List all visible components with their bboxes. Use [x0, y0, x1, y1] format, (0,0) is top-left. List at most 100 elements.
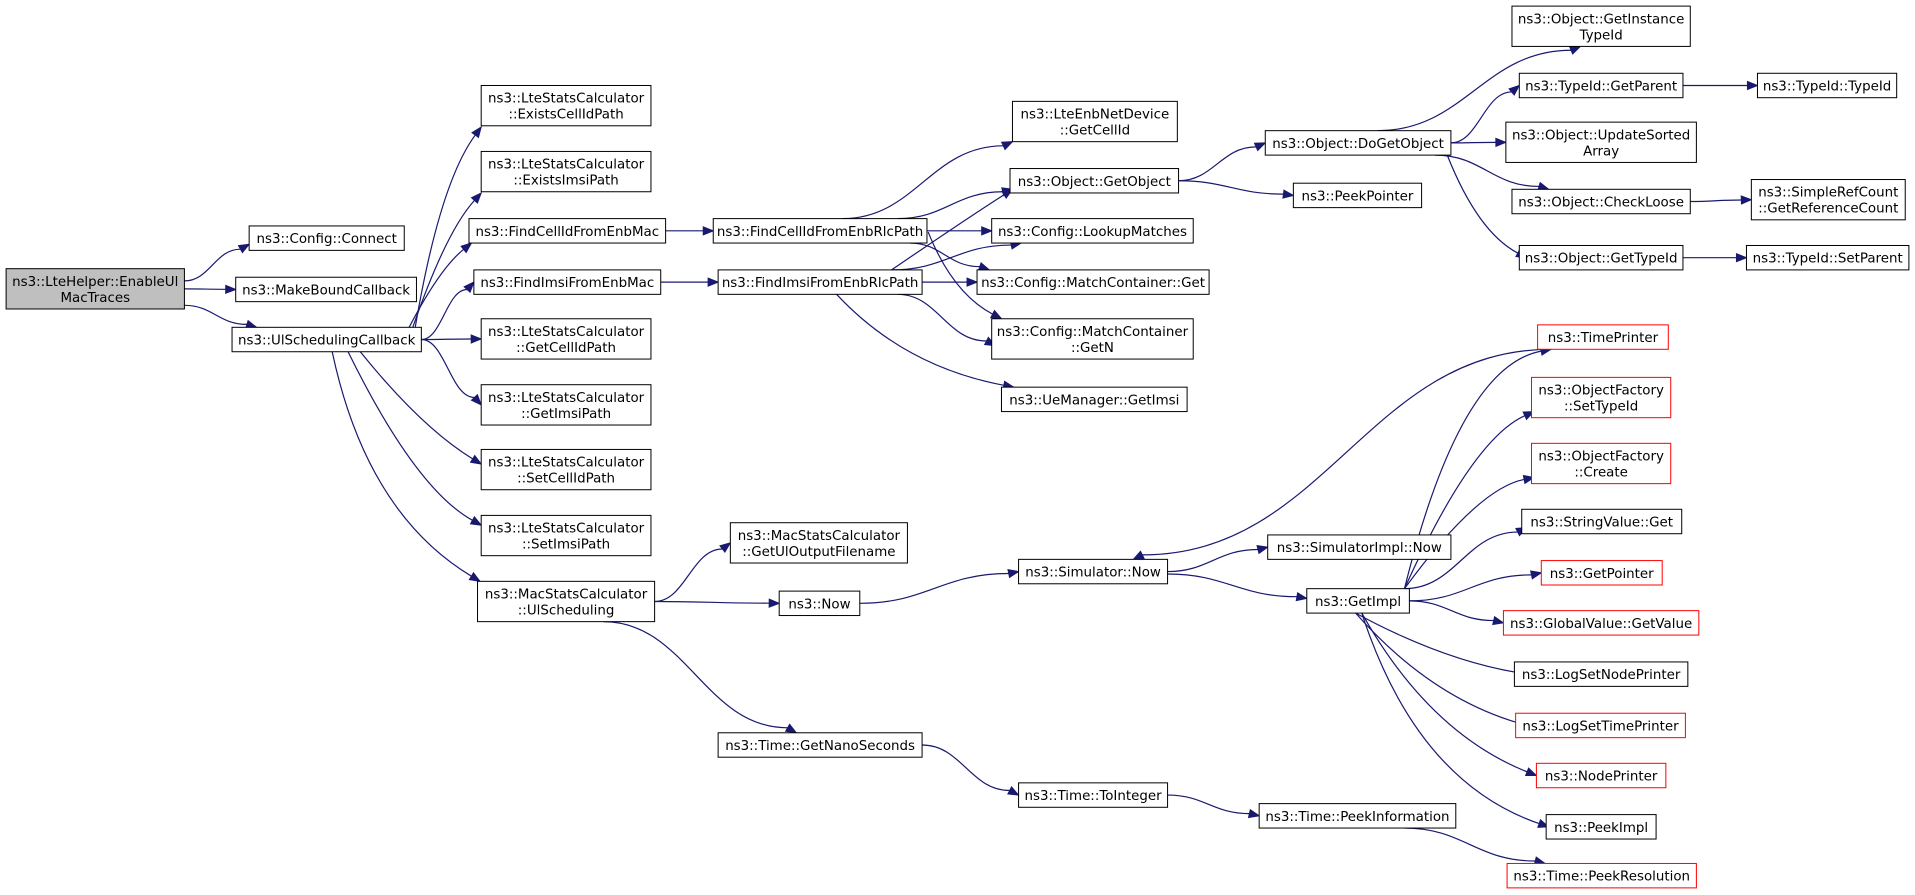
- node-label: ns3::LteStatsCalculator: [488, 325, 645, 340]
- function-node-mcgetn[interactable]: ns3::Config::MatchContainer::GetN: [991, 318, 1194, 360]
- call-edge-ulsc-to-findcellmac: [408, 242, 473, 328]
- function-node-existsimsi[interactable]: ns3::LteStatsCalculator::ExistsImsiPath: [480, 150, 652, 193]
- function-node-logsettime[interactable]: ns3::LogSetTimePrinter: [1515, 712, 1686, 739]
- call-edge-tointeger-to-peekinfo: [1167, 794, 1261, 819]
- function-node-getimpl[interactable]: ns3::GetImpl: [1306, 588, 1410, 614]
- node-box: [480, 150, 652, 193]
- function-node-tointeger[interactable]: ns3::Time::ToInteger: [1018, 782, 1169, 808]
- node-box: [778, 590, 861, 617]
- call-edge-ulsc-to-getcellpath: [421, 334, 483, 344]
- function-node-findimsirlc[interactable]: ns3::FindImsiFromEnbRlcPath: [717, 269, 923, 295]
- function-node-objgettid[interactable]: ns3::Object::GetTypeId: [1518, 244, 1684, 271]
- node-label: ns3::FindImsiFromEnbRlcPath: [722, 276, 919, 291]
- function-node-existscell[interactable]: ns3::LteStatsCalculator::ExistsCellIdPat…: [480, 84, 652, 127]
- call-edge-getnano-to-tointeger: [922, 744, 1020, 796]
- node-label: ns3::FindCellIdFromEnbMac: [475, 225, 659, 240]
- node-label: ::SetTypeId: [1564, 400, 1638, 415]
- function-node-uegetimsi[interactable]: ns3::UeManager::GetImsi: [1000, 386, 1188, 413]
- function-node-getimsipath[interactable]: ns3::LteStatsCalculator::GetImsiPath: [480, 384, 652, 426]
- function-node-simimplnow[interactable]: ns3::SimulatorImpl::Now: [1267, 534, 1452, 560]
- function-node-mcget[interactable]: ns3::Config::MatchContainer::Get: [976, 269, 1210, 295]
- function-node-peekpointer[interactable]: ns3::PeekPointer: [1292, 182, 1423, 209]
- function-node-ulsc[interactable]: ns3::UlSchedulingCallback: [231, 326, 422, 353]
- call-edge-findcellrlc-to-enbgetcell: [842, 141, 1014, 220]
- function-node-ofcreate[interactable]: ns3::ObjectFactory::Create: [1531, 442, 1672, 485]
- call-edge-getimpl-to-getpointer: [1409, 570, 1543, 602]
- function-node-dogetobject[interactable]: ns3::Object::DoGetObject: [1264, 130, 1452, 156]
- node-label: ns3::Object::GetObject: [1018, 175, 1171, 190]
- function-node-getcellpath[interactable]: ns3::LteStatsCalculator::GetCellIdPath: [480, 318, 652, 360]
- function-node-macul[interactable]: ns3::MacStatsCalculator::UlScheduling: [477, 580, 656, 623]
- call-edge-simnow-to-simimplnow: [1167, 545, 1270, 573]
- function-node-findimsimac[interactable]: ns3::FindImsiFromEnbMac: [473, 269, 662, 295]
- node-label: ::ExistsCellIdPath: [508, 108, 623, 123]
- node-label: Array: [1583, 144, 1619, 159]
- call-edge-ulsc-to-findimsimac: [421, 281, 475, 341]
- node-label: ::Create: [1574, 465, 1628, 480]
- node-label: ns3::Config::MatchContainer::Get: [981, 276, 1205, 291]
- node-label: ns3::ObjectFactory: [1538, 449, 1664, 464]
- node-label: ns3::Object::DoGetObject: [1272, 137, 1444, 152]
- node-box: [480, 514, 652, 557]
- node-label: ::GetN: [1071, 341, 1114, 356]
- node-box: [1535, 762, 1667, 789]
- call-edge-dogetobject-to-updatesorted: [1450, 137, 1508, 148]
- node-label: ::UlScheduling: [518, 603, 615, 618]
- node-box: [473, 269, 662, 295]
- node-label: ns3::NodePrinter: [1545, 770, 1658, 785]
- function-node-nodeprinter[interactable]: ns3::NodePrinter: [1535, 762, 1667, 789]
- node-label: ns3::LogSetNodePrinter: [1522, 668, 1681, 683]
- node-label: ns3::SimpleRefCount: [1758, 186, 1898, 201]
- function-node-simplerefcount[interactable]: ns3::SimpleRefCount::GetReferenceCount: [1750, 179, 1906, 221]
- function-node-timeprinter[interactable]: ns3::TimePrinter: [1537, 324, 1669, 350]
- function-node-findcellmac[interactable]: ns3::FindCellIdFromEnbMac: [468, 218, 667, 244]
- function-node-getobject[interactable]: ns3::Object::GetObject: [1009, 168, 1180, 194]
- function-node-tidsetparent[interactable]: ns3::TypeId::SetParent: [1745, 244, 1910, 271]
- function-node-now[interactable]: ns3::Now: [778, 590, 861, 617]
- node-label: ns3::ObjectFactory: [1538, 384, 1664, 399]
- node-label: ::SetCellIdPath: [517, 472, 615, 487]
- function-node-getulout[interactable]: ns3::MacStatsCalculator::GetUlOutputFile…: [729, 522, 908, 564]
- node-box: [1505, 121, 1697, 163]
- node-box: [1513, 661, 1689, 687]
- function-node-tidgetparent[interactable]: ns3::TypeId::GetParent: [1518, 72, 1684, 99]
- function-node-setcellpath[interactable]: ns3::LteStatsCalculator::SetCellIdPath: [480, 448, 652, 491]
- function-node-lookup[interactable]: ns3::Config::LookupMatches: [991, 218, 1194, 244]
- call-edge-root-to-mbc: [184, 284, 238, 295]
- function-node-getpointer[interactable]: ns3::GetPointer: [1540, 560, 1663, 586]
- call-edge-macul-to-getnano: [603, 621, 798, 734]
- function-node-simnow[interactable]: ns3::Simulator::Now: [1018, 558, 1169, 585]
- function-node-gvgetvalue[interactable]: ns3::GlobalValue::GetValue: [1502, 610, 1700, 636]
- function-node-findcellrlc[interactable]: ns3::FindCellIdFromEnbRlcPath: [712, 218, 928, 244]
- node-label: ::GetImsiPath: [521, 407, 611, 422]
- function-node-peekinfo[interactable]: ns3::Time::PeekInformation: [1258, 803, 1457, 829]
- node-label: ::SetImsiPath: [522, 538, 610, 553]
- node-box: [477, 580, 656, 623]
- function-node-connect[interactable]: ns3::Config::Connect: [248, 225, 405, 251]
- node-label: ns3::MacStatsCalculator: [485, 587, 648, 602]
- function-node-getnano[interactable]: ns3::Time::GetNanoSeconds: [717, 732, 923, 758]
- node-box: [991, 218, 1194, 244]
- call-edge-findimsirlc-to-mcgetn: [897, 293, 997, 347]
- node-box: [1540, 560, 1663, 586]
- call-edge-macul-to-getulout: [654, 542, 732, 603]
- function-node-checkloose[interactable]: ns3::Object::CheckLoose: [1511, 188, 1691, 215]
- node-label: ns3::LteStatsCalculator: [488, 522, 645, 537]
- function-node-ofsettid[interactable]: ns3::ObjectFactory::SetTypeId: [1531, 376, 1672, 419]
- call-edge-findimsirlc-to-lookup: [891, 240, 1023, 271]
- function-node-tidtid[interactable]: ns3::TypeId::TypeId: [1756, 72, 1898, 99]
- function-node-setimsipath[interactable]: ns3::LteStatsCalculator::SetImsiPath: [480, 514, 652, 557]
- function-node-peekimpl[interactable]: ns3::PeekImpl: [1545, 814, 1657, 840]
- call-edge-macul-to-now: [654, 598, 781, 608]
- function-node-logsetnode[interactable]: ns3::LogSetNodePrinter: [1513, 661, 1689, 687]
- node-box: [1545, 814, 1657, 840]
- function-node-enbgetcell[interactable]: ns3::LteEnbNetDevice::GetCellId: [1011, 100, 1178, 143]
- function-node-svget[interactable]: ns3::StringValue::Get: [1521, 508, 1683, 535]
- function-node-peekres[interactable]: ns3::Time::PeekResolution: [1506, 862, 1697, 889]
- node-box: [1511, 188, 1691, 215]
- node-label: ::ExistsImsiPath: [513, 174, 618, 189]
- function-node-mbc[interactable]: ns3::MakeBoundCallback: [235, 276, 417, 303]
